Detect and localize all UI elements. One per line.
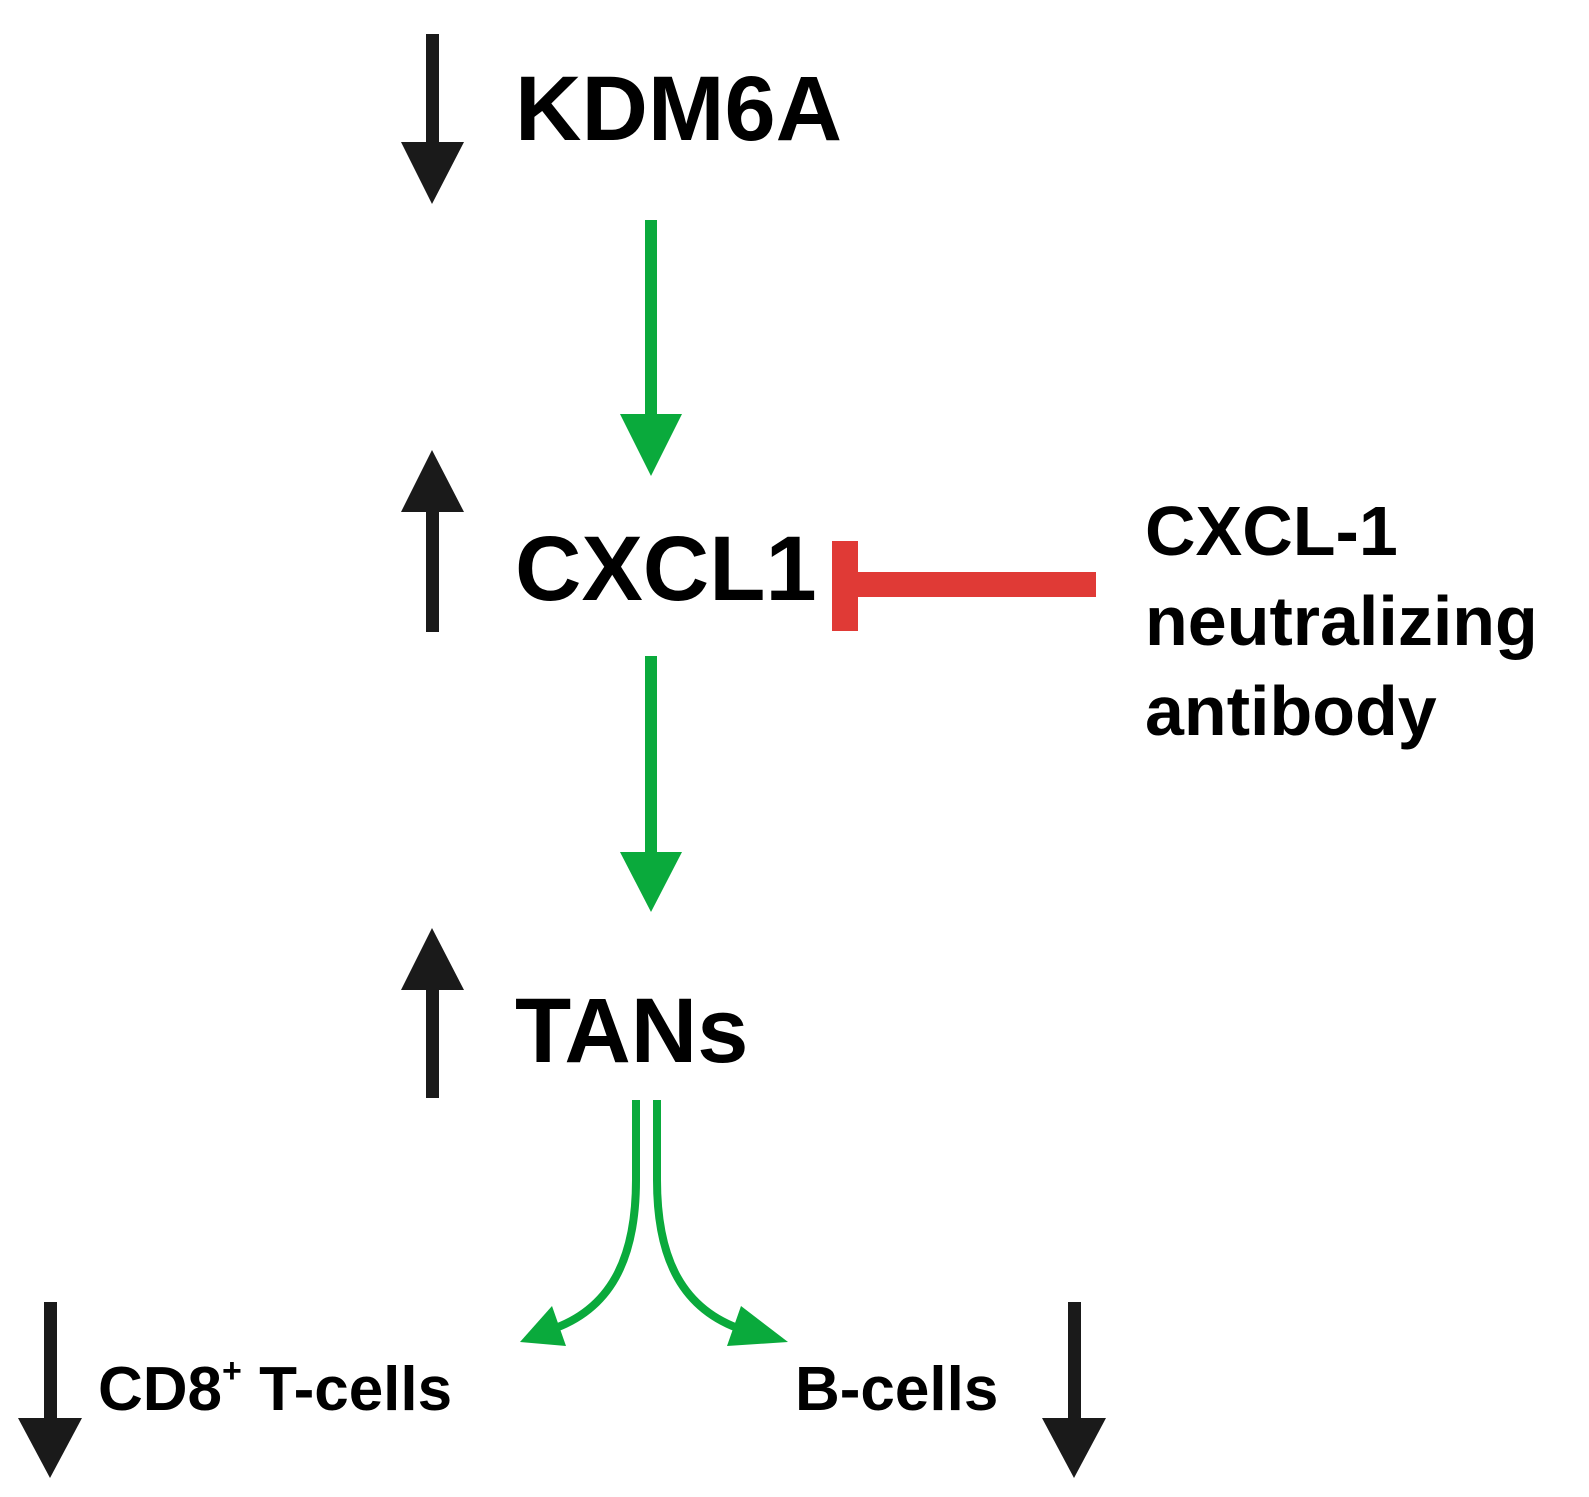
cd8-superscript: +: [222, 1352, 242, 1390]
trend-up-arrow-icon: [401, 928, 464, 1098]
bcells-node: B-cells: [795, 1302, 1106, 1478]
trend-down-arrow-icon: [18, 1302, 82, 1478]
kdm6a-label: KDM6A: [515, 58, 842, 160]
antibody-label-line-1: CXCL-1: [1145, 492, 1398, 570]
antibody-label-line-2: neutralizing: [1145, 582, 1538, 660]
activation-arrow-kdm6a-cxcl1: [620, 220, 682, 476]
bcells-label: B-cells: [795, 1355, 998, 1424]
inhibition-bar: [832, 541, 1096, 631]
activation-arrow-tans-bcells: [653, 1100, 788, 1346]
trend-down-arrow-icon: [1042, 1302, 1106, 1478]
kdm6a-node: KDM6A: [401, 34, 842, 204]
antibody-label: CXCL-1 neutralizing antibody: [1145, 492, 1538, 750]
tcells-label: T-cells: [242, 1355, 452, 1424]
cxcl1-label: CXCL1: [515, 518, 817, 620]
activation-arrow-tans-cd8: [520, 1100, 640, 1346]
trend-up-arrow-icon: [401, 450, 464, 632]
antibody-label-line-3: antibody: [1145, 672, 1437, 750]
cxcl1-node: CXCL1: [401, 450, 817, 632]
cd8-tcells-label: CD8+ T-cells: [98, 1352, 452, 1424]
tans-node: TANs: [401, 928, 748, 1098]
cd8-label: CD8: [98, 1355, 222, 1424]
cd8-tcells-node: CD8+ T-cells: [18, 1302, 452, 1478]
trend-down-arrow-icon: [401, 34, 464, 204]
activation-arrow-cxcl1-tans: [620, 656, 682, 912]
tans-label: TANs: [515, 980, 748, 1082]
